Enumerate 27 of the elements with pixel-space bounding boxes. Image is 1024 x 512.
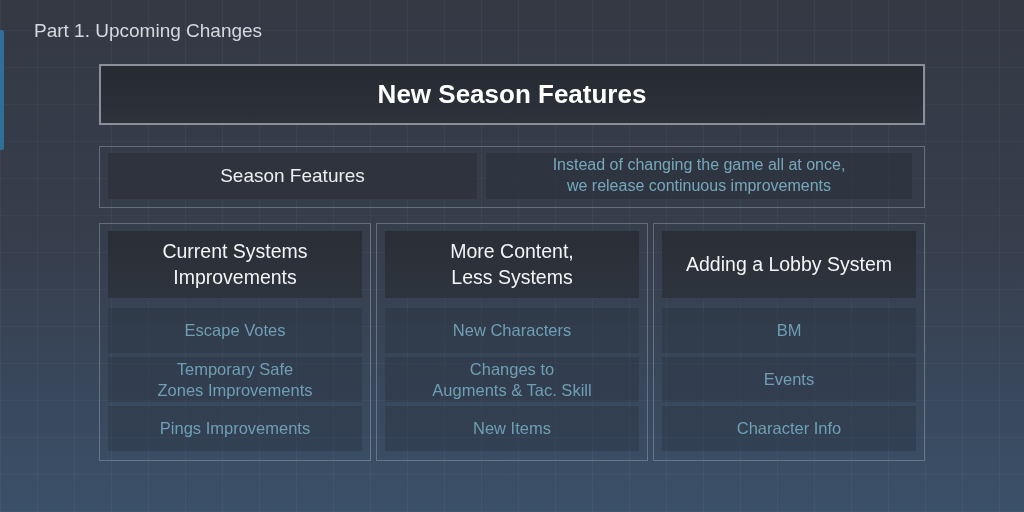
- item-text: New Characters: [451, 320, 573, 341]
- column-frame: [99, 223, 371, 461]
- feature-item: [385, 406, 639, 451]
- feature-item: [662, 406, 916, 451]
- item-text: Escape Votes: [183, 320, 287, 341]
- category-text: Season Features: [220, 165, 365, 187]
- header-text: Current Systems Improvements: [161, 239, 309, 290]
- column-header: [385, 231, 639, 298]
- item-text: Pings Improvements: [158, 418, 312, 439]
- title-banner: [99, 64, 925, 125]
- column-frame: [653, 223, 925, 461]
- feature-item: [108, 406, 362, 451]
- item-text: BM: [775, 320, 803, 341]
- item-text: Character Info: [735, 418, 843, 439]
- header-text: Adding a Lobby System: [685, 251, 893, 277]
- item-text: Temporary Safe Zones Improvements: [156, 358, 314, 401]
- page-title: Part 1. Upcoming Changes: [34, 20, 263, 42]
- banner-text: New Season Features: [377, 79, 647, 110]
- note-text: Instead of changing the game all at once, we release continuous improvements: [551, 155, 847, 196]
- column-header: [108, 231, 362, 298]
- item-text: New Items: [472, 418, 552, 439]
- header-text: More Content, Less Systems: [449, 239, 575, 290]
- column-header: [662, 231, 916, 298]
- item-text: Events: [762, 369, 816, 390]
- column-frame: [376, 223, 648, 461]
- item-text: Changes to Augments & Tac. Skill: [431, 358, 593, 401]
- group-frame: [99, 146, 925, 208]
